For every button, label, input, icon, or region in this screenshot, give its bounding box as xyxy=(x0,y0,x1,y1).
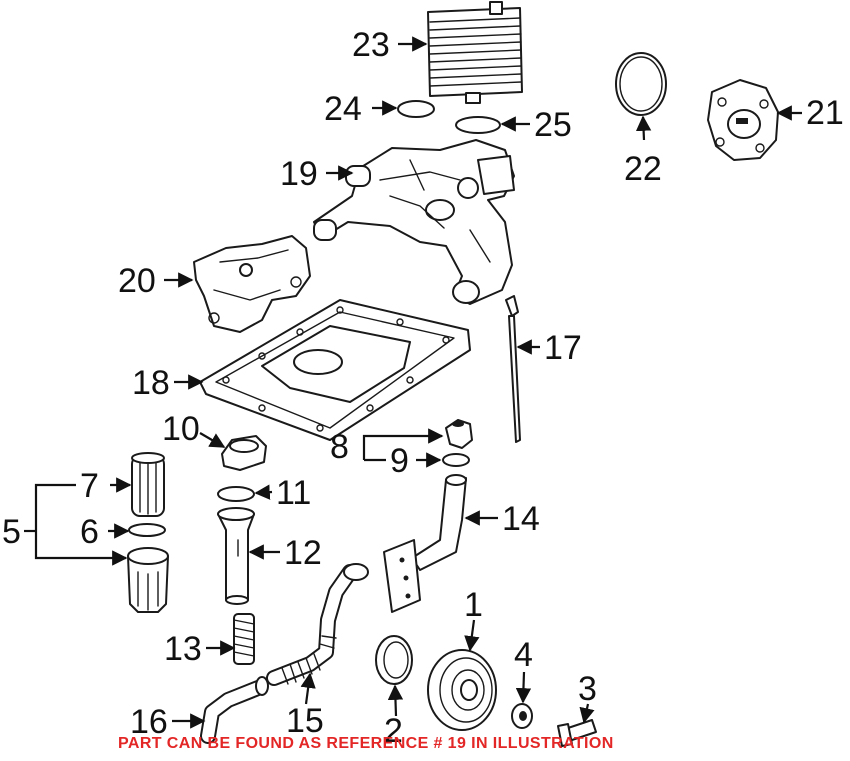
callout-18: 18 xyxy=(132,364,170,402)
callout-17: 17 xyxy=(544,329,582,367)
callout-9: 9 xyxy=(390,442,409,480)
part-25-gasket xyxy=(455,116,501,134)
part-22-seal-ring xyxy=(615,52,667,116)
part-10-filter-cap xyxy=(221,435,267,471)
callout-8: 8 xyxy=(330,428,349,466)
callout-7: 7 xyxy=(80,467,99,505)
part-24-gasket xyxy=(397,100,435,118)
callout-6: 6 xyxy=(80,513,99,551)
part-11-o-ring xyxy=(217,486,255,502)
part-7-filter-element xyxy=(131,452,165,517)
part-23-oil-cooler xyxy=(427,1,523,104)
callout-12: 12 xyxy=(284,534,322,572)
part-21-pump-cover xyxy=(707,79,779,161)
part-19-oil-filter-housing xyxy=(313,139,515,305)
callout-21: 21 xyxy=(806,94,844,132)
part-9-seal xyxy=(442,453,470,467)
callout-4: 4 xyxy=(514,636,533,674)
callout-14: 14 xyxy=(502,500,540,538)
callout-13: 13 xyxy=(164,630,202,668)
callout-20: 20 xyxy=(118,262,156,300)
part-6-o-ring xyxy=(128,523,166,537)
part-4-washer xyxy=(511,703,533,729)
callout-10: 10 xyxy=(162,410,200,448)
callout-5: 5 xyxy=(2,513,21,551)
callout-22: 22 xyxy=(624,150,662,188)
callout-3: 3 xyxy=(578,670,597,708)
part-20-oil-pump xyxy=(193,235,311,333)
callout-2: 2 xyxy=(384,712,403,750)
part-1-pulley xyxy=(427,649,497,731)
part-2-seal xyxy=(375,635,413,685)
leader-lines xyxy=(24,36,802,729)
part-8-plug xyxy=(445,419,473,449)
reference-note: PART CAN BE FOUND AS REFERENCE # 19 IN I… xyxy=(118,735,614,752)
callout-23: 23 xyxy=(352,26,390,64)
part-15-hose xyxy=(266,563,369,686)
part-17-dipstick xyxy=(505,295,521,443)
callout-25: 25 xyxy=(534,106,572,144)
part-14-breather-pipe xyxy=(383,474,467,613)
part-13-spring xyxy=(233,613,255,665)
part-5-filter-housing-cap xyxy=(127,547,169,613)
callout-16: 16 xyxy=(130,703,168,741)
callout-labels: 23 24 25 22 21 19 20 17 18 10 8 9 7 11 1… xyxy=(2,26,844,750)
part-3-bolt xyxy=(557,719,597,747)
callout-24: 24 xyxy=(324,90,362,128)
callout-19: 19 xyxy=(280,155,318,193)
callout-1: 1 xyxy=(464,586,483,624)
part-12-tube xyxy=(217,507,255,605)
part-18-oil-pan-gasket xyxy=(199,299,471,441)
callout-15: 15 xyxy=(286,702,324,740)
callout-11: 11 xyxy=(276,474,311,512)
part-16-elbow-hose xyxy=(200,676,269,744)
